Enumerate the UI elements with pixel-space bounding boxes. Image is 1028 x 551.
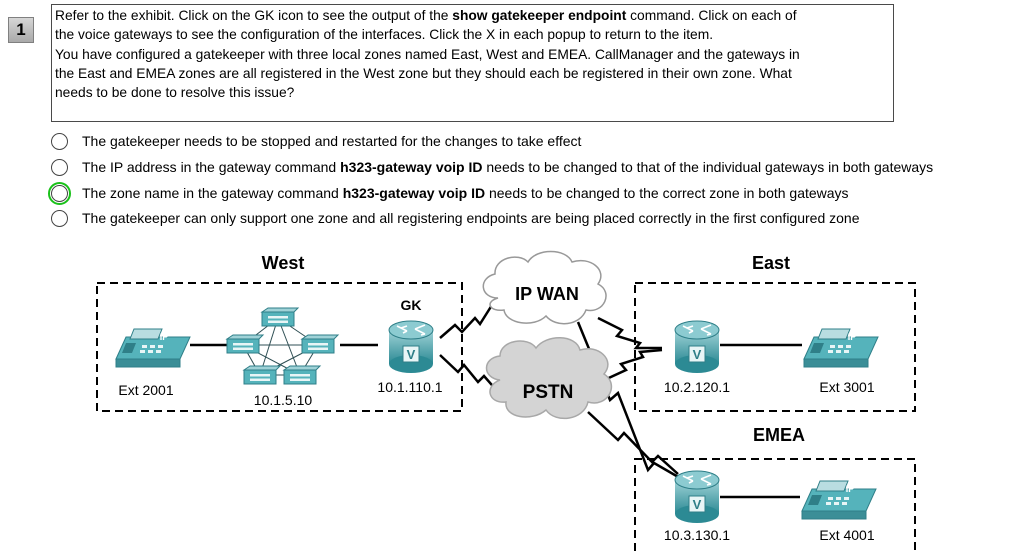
- answer-option-text: The IP address in the gateway command h3…: [82, 159, 933, 175]
- answer-option-text: The zone name in the gateway command h32…: [82, 185, 849, 201]
- svg-text:IP: IP: [848, 332, 857, 342]
- ext-2001-label: Ext 2001: [118, 382, 173, 398]
- command-text: h323-gateway voip ID: [342, 185, 486, 201]
- zone-box-west: [96, 282, 463, 412]
- svg-text:IP: IP: [846, 484, 855, 494]
- text-run: the voice gateways to see the configurat…: [55, 27, 714, 43]
- text-run: the East and EMEA zones are all register…: [55, 65, 792, 81]
- question-line: needs to be done to resolve this issue?: [55, 83, 890, 102]
- callmanager-ip-label: 10.1.5.10: [254, 392, 313, 408]
- text-run: needs to be done to resolve this issue?: [55, 85, 295, 101]
- text-run: command. Click on each of: [626, 8, 797, 23]
- answer-option-3[interactable]: The zone name in the gateway command h32…: [48, 181, 849, 205]
- zone-box-east: [634, 282, 916, 412]
- svg-text:V: V: [693, 347, 702, 362]
- east-router-ip-label: 10.2.120.1: [664, 379, 730, 395]
- network-links: [190, 304, 802, 499]
- svg-text:V: V: [693, 497, 702, 512]
- ext-3001-label: Ext 3001: [819, 379, 874, 395]
- text-run: You have configured a gatekeeper with th…: [55, 46, 800, 62]
- text-run: The gatekeeper can only support one zone…: [82, 210, 860, 226]
- pstn-cloud[interactable]: PSTN: [485, 337, 613, 420]
- answer-option-4[interactable]: The gatekeeper can only support one zone…: [51, 207, 860, 229]
- command-text: show gatekeeper endpoint: [452, 8, 627, 23]
- east-gateway-router-icon[interactable]: V: [674, 320, 720, 374]
- question-number: 1: [8, 17, 34, 43]
- zone-label-east: East: [752, 253, 790, 273]
- question-text: Refer to the exhibit. Click on the GK ic…: [51, 4, 894, 122]
- text-run: The gatekeeper needs to be stopped and r…: [82, 133, 582, 149]
- callmanager-cluster-icon[interactable]: [226, 307, 339, 385]
- svg-text:IP: IP: [160, 332, 169, 342]
- radio-button[interactable]: [51, 132, 68, 150]
- answer-option-text: The gatekeeper can only support one zone…: [82, 210, 860, 226]
- ip-phone-icon[interactable]: IP: [803, 328, 879, 368]
- ext-4001-label: Ext 4001: [819, 527, 874, 543]
- radio-button[interactable]: [51, 158, 68, 176]
- radio-button[interactable]: [48, 181, 71, 205]
- zone-box-emea: [634, 458, 916, 551]
- ip-wan-label: IP WAN: [515, 284, 579, 304]
- emea-router-ip-label: 10.3.130.1: [664, 527, 730, 543]
- ip-phone-icon[interactable]: IP: [801, 480, 877, 520]
- text-run: Refer to the exhibit. Click on the GK ic…: [55, 8, 453, 23]
- text-run: The IP address in the gateway command: [82, 159, 341, 175]
- zone-label-west: West: [262, 253, 305, 273]
- svg-text:V: V: [407, 347, 416, 362]
- text-run: The zone name in the gateway command: [82, 185, 343, 201]
- question-line: You have configured a gatekeeper with th…: [55, 45, 890, 64]
- gk-ip-label: 10.1.110.1: [377, 379, 442, 395]
- ip-wan-cloud[interactable]: IP WAN: [482, 250, 607, 325]
- text-run: needs to be changed to that of the indiv…: [482, 159, 934, 175]
- pstn-label: PSTN: [523, 382, 574, 403]
- answer-option-text: The gatekeeper needs to be stopped and r…: [82, 133, 581, 149]
- ip-phone-icon[interactable]: IP: [115, 328, 191, 368]
- emea-gateway-router-icon[interactable]: V: [674, 470, 720, 524]
- radio-button[interactable]: [51, 209, 68, 227]
- question-line: the East and EMEA zones are all register…: [55, 64, 890, 83]
- question-line: Refer to the exhibit. Click on the GK ic…: [55, 6, 890, 25]
- zone-label-emea: EMEA: [753, 425, 805, 445]
- question-line: the voice gateways to see the configurat…: [55, 25, 890, 44]
- gatekeeper-router-icon[interactable]: V: [388, 320, 434, 374]
- text-run: needs to be changed to the correct zone …: [485, 185, 849, 201]
- command-text: h323-gateway voip ID: [340, 159, 483, 175]
- answer-option-2[interactable]: The IP address in the gateway command h3…: [51, 156, 933, 178]
- answer-option-1[interactable]: The gatekeeper needs to be stopped and r…: [51, 130, 581, 152]
- gk-label: GK: [401, 297, 422, 313]
